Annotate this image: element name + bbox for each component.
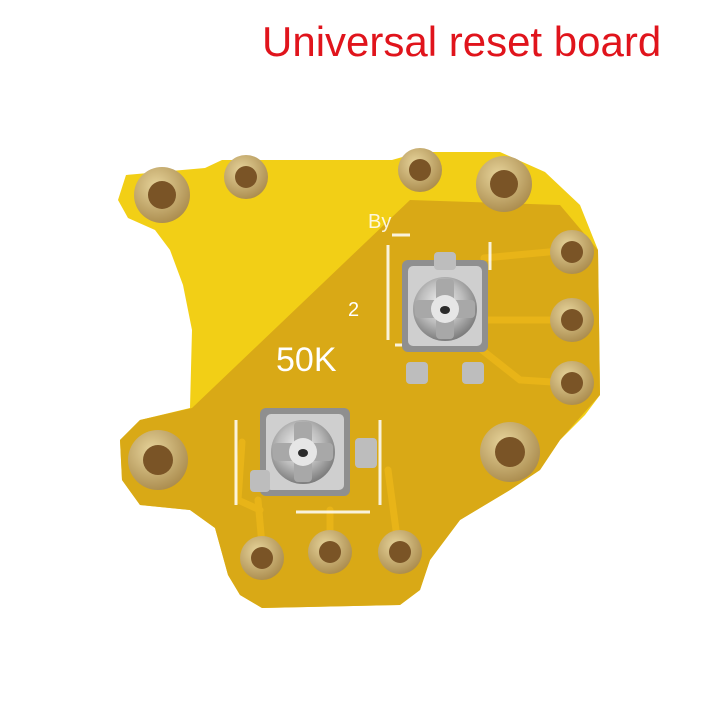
through-hole-pads [128, 148, 594, 580]
potentiometer-lower [250, 408, 377, 496]
pad-right-3 [550, 361, 594, 405]
silkscreen-resistance: 50K [276, 341, 337, 379]
pad-right-2 [550, 298, 594, 342]
pad-mid-right [480, 422, 540, 482]
potentiometer-upper [402, 252, 488, 384]
pad-bottom-1 [240, 536, 284, 580]
pad-bottom-3 [378, 530, 422, 574]
pad-right-1 [550, 230, 594, 274]
silkscreen-number: 2 [348, 299, 359, 321]
pad-top-center [398, 148, 442, 192]
pad-top-left-1 [134, 167, 190, 223]
silkscreen-outlines [234, 233, 492, 514]
pad-left [128, 430, 188, 490]
pad-bottom-2 [308, 530, 352, 574]
caption-title: Universal reset board [262, 18, 662, 65]
silkscreen-by: By [368, 211, 391, 233]
pad-top-left-2 [224, 155, 268, 199]
pad-top-right [476, 156, 532, 212]
